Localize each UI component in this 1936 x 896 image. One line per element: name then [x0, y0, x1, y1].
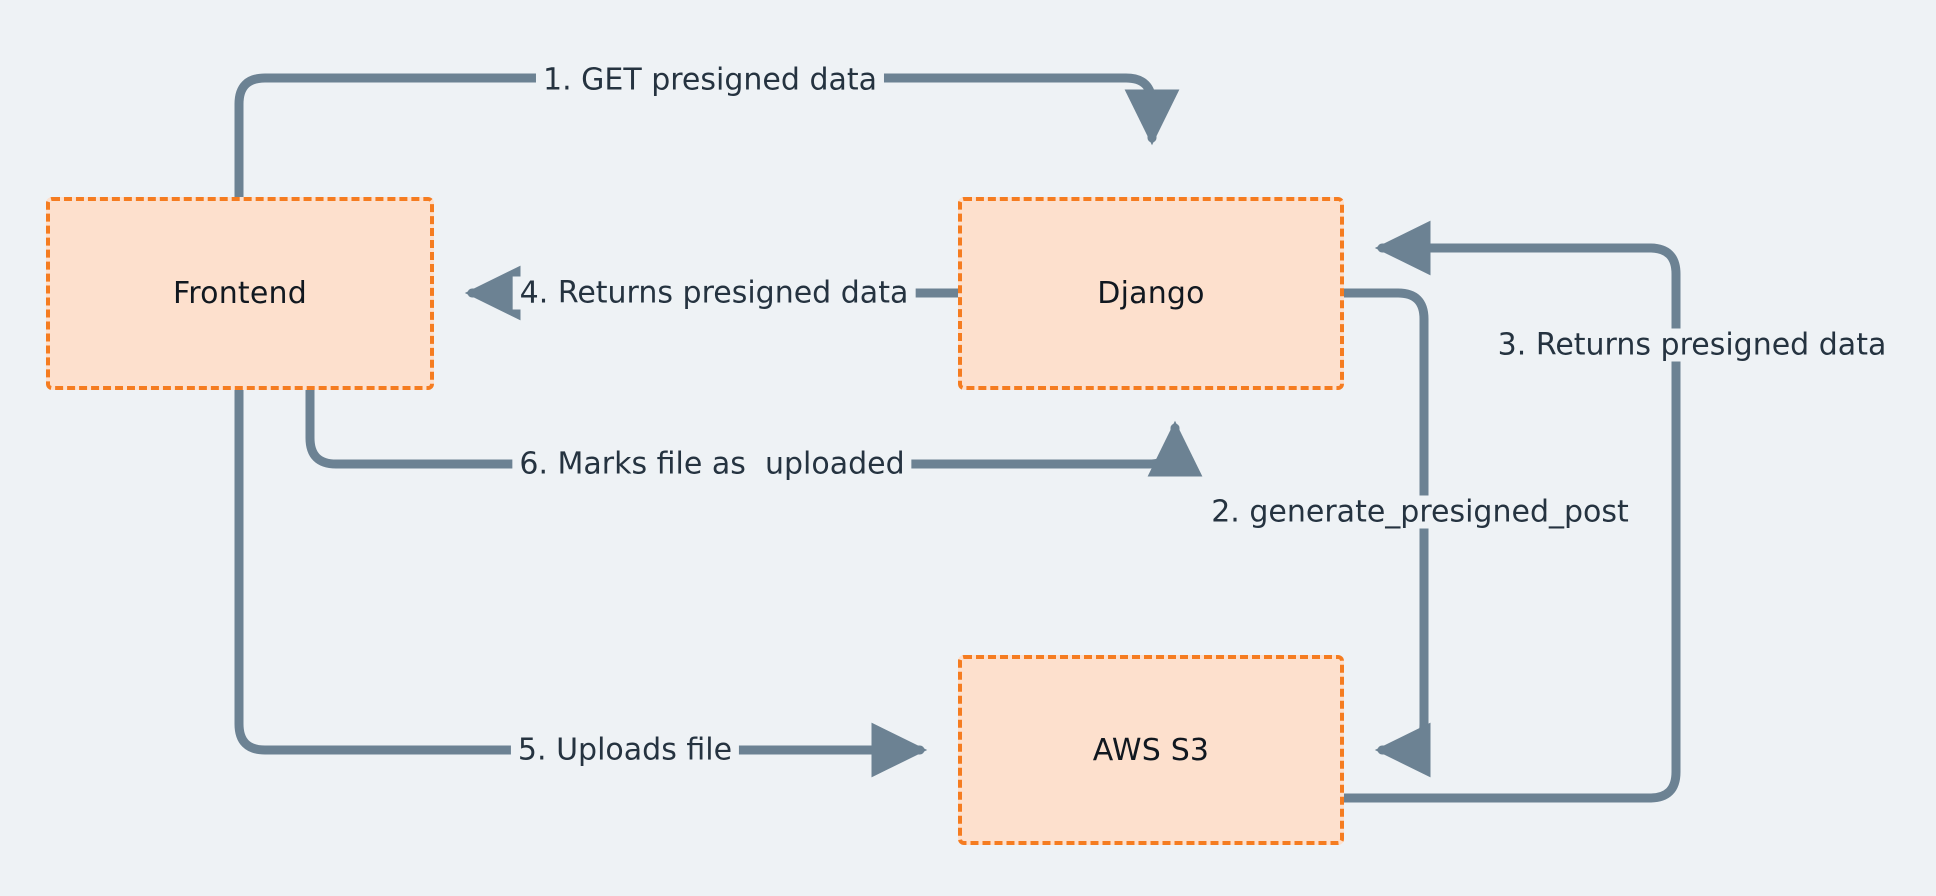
node-django[interactable]: Django [958, 197, 1344, 390]
edge-3-path [1339, 220, 1681, 803]
node-frontend[interactable]: Frontend [46, 197, 434, 390]
node-frontend-label: Frontend [173, 276, 307, 311]
edge-label-4: 4. Returns presigned data [512, 276, 916, 310]
edge-5-path [234, 385, 928, 778]
node-django-label: Django [1097, 276, 1205, 311]
edge-label-2: 2. generate_presigned_post [1204, 495, 1636, 529]
node-aws-s3[interactable]: AWS S3 [958, 655, 1344, 845]
node-aws-s3-label: AWS S3 [1092, 732, 1210, 768]
edge-label-6: 6. Marks file as uploaded [512, 447, 912, 481]
edge-label-5: 5. Uploads file [510, 733, 740, 767]
edge-label-1: 1. GET presigned data [535, 63, 885, 97]
edge-label-3: 3. Returns presigned data [1490, 328, 1894, 362]
